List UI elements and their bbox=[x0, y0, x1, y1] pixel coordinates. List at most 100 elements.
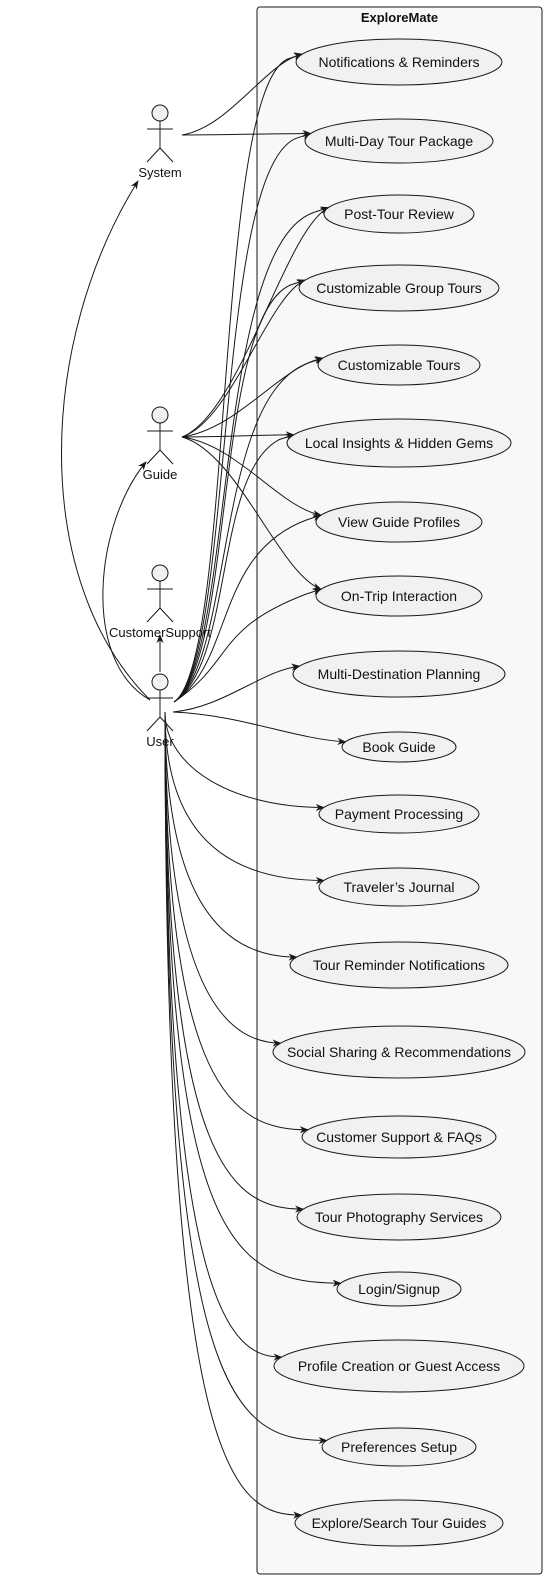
association-user-uc09 bbox=[172, 663, 301, 713]
system-boundary-box bbox=[256, 6, 543, 1575]
actor-user: User bbox=[146, 673, 174, 749]
use-case-label: Explore/Search Tour Guides bbox=[312, 1515, 487, 1531]
use-case-uc06: Local Insights & Hidden Gems bbox=[286, 418, 512, 468]
actor-label: Guide bbox=[143, 467, 178, 482]
association-user-uc02 bbox=[173, 132, 312, 703]
association-user-uc08 bbox=[173, 588, 322, 703]
use-case-label: Profile Creation or Guest Access bbox=[298, 1358, 500, 1374]
actor-label: System bbox=[138, 165, 181, 180]
use-case-ellipse bbox=[315, 575, 483, 617]
use-case-ellipse bbox=[292, 650, 506, 698]
use-case-ellipse bbox=[321, 1427, 477, 1467]
association-user-uc19 bbox=[164, 711, 328, 1445]
association-user-uc06 bbox=[173, 433, 295, 703]
use-case-ellipse bbox=[295, 38, 503, 86]
association-user-uc14 bbox=[164, 711, 282, 1047]
use-case-uc12: Traveler’s Journal bbox=[318, 867, 480, 907]
association-user-uc03 bbox=[173, 206, 330, 703]
use-case-label: Book Guide bbox=[362, 739, 435, 755]
use-case-label: Post-Tour Review bbox=[344, 206, 455, 222]
use-case-label: Login/Signup bbox=[358, 1281, 440, 1297]
use-case-ellipse bbox=[298, 264, 500, 312]
use-case-label: Local Insights & Hidden Gems bbox=[305, 435, 493, 451]
association-user-uc05 bbox=[173, 357, 324, 703]
associations bbox=[61, 52, 347, 1519]
association-user-uc16 bbox=[164, 711, 305, 1213]
association-guide-uc08 bbox=[181, 436, 322, 590]
use-case-label: View Guide Profiles bbox=[338, 514, 460, 530]
association-user-uc17 bbox=[164, 711, 342, 1287]
system-boundary: ExploreMate bbox=[256, 6, 543, 1575]
association-user-uc12 bbox=[164, 711, 325, 885]
association-system-uc02 bbox=[181, 129, 312, 138]
actor-body-icon bbox=[146, 690, 174, 732]
actor-label: CustomerSupport bbox=[109, 625, 211, 640]
association-user-uc01 bbox=[173, 53, 304, 703]
use-case-uc16: Tour Photography Services bbox=[296, 1193, 502, 1241]
use-case-uc09: Multi-Destination Planning bbox=[292, 650, 506, 698]
use-case-label: On-Trip Interaction bbox=[341, 588, 457, 604]
use-case-uc04: Customizable Group Tours bbox=[298, 264, 500, 312]
actor-system: System bbox=[138, 104, 182, 180]
use-case-ellipse bbox=[318, 794, 480, 834]
actor-body-icon bbox=[146, 581, 174, 623]
actor-body-icon bbox=[146, 121, 174, 163]
use-case-uc05: Customizable Tours bbox=[317, 344, 481, 386]
actor-body-icon bbox=[146, 423, 174, 465]
association-user-guide bbox=[102, 461, 151, 701]
use-case-uc10: Book Guide bbox=[341, 731, 457, 763]
actor-guide: Guide bbox=[143, 406, 178, 482]
use-case-ellipse bbox=[286, 418, 512, 468]
use-case-ellipse bbox=[294, 1499, 504, 1547]
use-case-label: Traveler’s Journal bbox=[343, 879, 454, 895]
use-case-ellipse bbox=[336, 1271, 462, 1307]
use-case-uc03: Post-Tour Review bbox=[323, 194, 475, 234]
use-case-ellipse bbox=[272, 1025, 526, 1079]
use-case-ellipse bbox=[315, 501, 483, 543]
use-case-uc07: View Guide Profiles bbox=[315, 501, 483, 543]
association-system-uc01 bbox=[181, 52, 304, 136]
use-case-uc19: Preferences Setup bbox=[321, 1427, 477, 1467]
use-case-label: Tour Reminder Notifications bbox=[313, 957, 485, 973]
use-case-label: Preferences Setup bbox=[341, 1439, 457, 1455]
actor-head-icon bbox=[151, 104, 169, 122]
actor-label: User bbox=[146, 734, 174, 749]
use-case-ellipse bbox=[296, 1193, 502, 1241]
use-case-uc13: Tour Reminder Notifications bbox=[289, 941, 509, 989]
system-title: ExploreMate bbox=[361, 10, 438, 25]
use-case-label: Customer Support & FAQs bbox=[316, 1129, 482, 1145]
association-user-uc11 bbox=[164, 711, 325, 812]
use-case-label: Multi-Day Tour Package bbox=[325, 133, 474, 149]
actor-head-icon bbox=[151, 406, 169, 424]
use-case-uc20: Explore/Search Tour Guides bbox=[294, 1499, 504, 1547]
use-case-ellipse bbox=[323, 194, 475, 234]
association-user-system bbox=[61, 180, 151, 701]
association-guide-uc06 bbox=[181, 431, 295, 439]
use-case-label: Multi-Destination Planning bbox=[318, 666, 481, 682]
use-case-label: Social Sharing & Recommendations bbox=[287, 1044, 511, 1060]
actor-head-icon bbox=[151, 564, 169, 582]
use-case-uc17: Login/Signup bbox=[336, 1271, 462, 1307]
use-case-label: Customizable Group Tours bbox=[316, 280, 481, 296]
use-case-uc01: Notifications & Reminders bbox=[295, 38, 503, 86]
association-user-uc13 bbox=[164, 711, 298, 961]
use-case-uc08: On-Trip Interaction bbox=[315, 575, 483, 617]
use-case-ellipse bbox=[317, 344, 481, 386]
association-guide-uc07 bbox=[181, 436, 322, 518]
association-user-uc20 bbox=[164, 711, 303, 1519]
association-user-uc18 bbox=[164, 711, 283, 1361]
association-user-uc10 bbox=[172, 711, 347, 745]
use-case-uc11: Payment Processing bbox=[318, 794, 480, 834]
use-case-uc15: Customer Support & FAQs bbox=[301, 1115, 497, 1159]
use-case-uc18: Profile Creation or Guest Access bbox=[273, 1339, 525, 1393]
use-case-ellipse bbox=[273, 1339, 525, 1393]
association-user-uc15 bbox=[164, 711, 309, 1134]
use-case-ellipse bbox=[301, 1115, 497, 1159]
use-case-uc02: Multi-Day Tour Package bbox=[304, 118, 494, 164]
use-case-ellipse bbox=[289, 941, 509, 989]
use-case-ellipse bbox=[304, 118, 494, 164]
